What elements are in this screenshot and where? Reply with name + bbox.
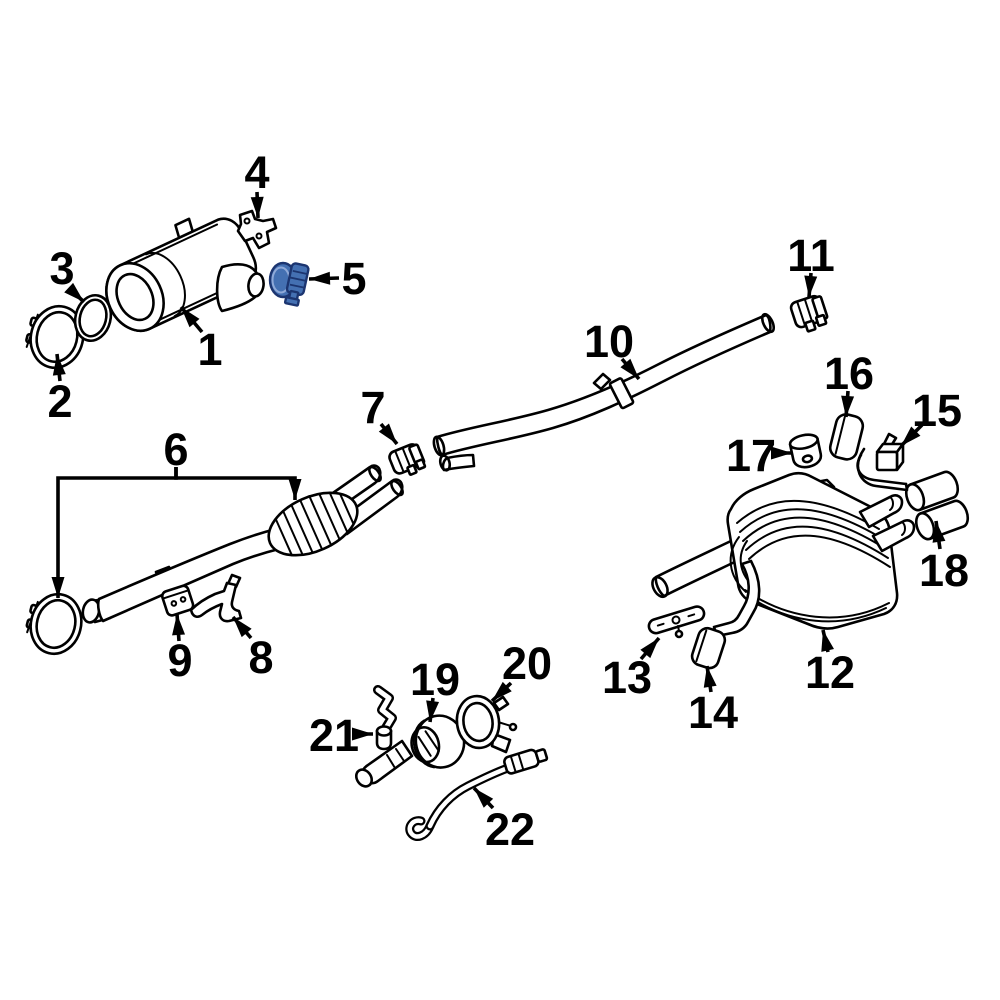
callout-7: 7 [360, 382, 399, 446]
rear-muffler-drawing [651, 471, 916, 638]
mount-9-drawing [160, 584, 195, 617]
clamp-7-drawing [388, 443, 427, 476]
arrowhead-icon [620, 358, 639, 379]
catalytic-converter-drawing [105, 217, 265, 333]
bracket-8-drawing [189, 573, 243, 623]
callout-8: 8 [231, 615, 274, 683]
arrowhead-icon [233, 617, 252, 638]
clamp-20-drawing [455, 694, 518, 754]
callout-20: 20 [490, 638, 552, 703]
callout-13: 13 [602, 636, 661, 703]
callout-1: 1 [179, 305, 223, 375]
callout-label-21: 21 [309, 710, 359, 761]
callout-15: 15 [899, 385, 962, 448]
arrowhead-icon [821, 630, 834, 652]
arrowhead-icon [901, 426, 921, 446]
callout-label-18: 18 [919, 545, 969, 596]
callout-label-15: 15 [912, 385, 962, 436]
callout-22: 22 [472, 786, 535, 855]
callout-label-16: 16 [824, 348, 874, 399]
callout-2: 2 [47, 353, 73, 427]
front-pipe-assembly-drawing [25, 464, 404, 656]
front-flange-clamp-drawing [25, 592, 83, 656]
resonator-drawing [267, 491, 359, 557]
callout-label-10: 10 [584, 316, 634, 367]
bracket-rod-21-drawing [373, 685, 397, 751]
bracket-15-drawing [856, 432, 909, 492]
callout-label-2: 2 [47, 376, 72, 427]
arrowhead-icon [51, 577, 65, 598]
bracket-strip-13-drawing [647, 605, 706, 639]
callout-9: 9 [167, 613, 193, 686]
clamp-11-drawing [789, 294, 829, 333]
center-pipe-drawing [432, 312, 776, 472]
callout-16: 16 [824, 348, 874, 418]
callout-label-20: 20 [502, 638, 552, 689]
callout-label-22: 22 [485, 804, 535, 855]
callout-4: 4 [244, 147, 270, 219]
callout-19: 19 [410, 654, 460, 723]
arrowhead-icon [172, 614, 186, 636]
arrowhead-icon [841, 395, 855, 417]
arrowhead-icon [932, 521, 946, 543]
bracket-4-drawing [236, 209, 278, 250]
callout-label-6: 6 [163, 424, 188, 475]
valve-actuator-19-drawing [354, 714, 467, 788]
callout-label-13: 13 [602, 652, 652, 703]
callout-17: 17 [726, 430, 792, 481]
callout-3: 3 [49, 243, 86, 304]
callout-12: 12 [805, 629, 855, 698]
arrowhead-icon [640, 638, 659, 659]
callout-6: 6 [51, 424, 302, 598]
callout-14: 14 [688, 665, 738, 738]
highlighted-clamp-5-drawing [268, 261, 310, 307]
front-clamp-2-drawing [25, 304, 85, 370]
callout-label-14: 14 [688, 687, 738, 738]
grommet-17-drawing [788, 433, 823, 469]
arrowhead-icon [52, 354, 66, 376]
callout-11: 11 [787, 230, 835, 298]
tailpipe-tips-drawing [904, 470, 969, 541]
callout-label-12: 12 [805, 647, 855, 698]
arrowhead-icon [804, 275, 818, 297]
callout-label-19: 19 [410, 654, 460, 705]
callout-label-3: 3 [49, 243, 74, 294]
arrowhead-icon [771, 446, 792, 460]
leader-line [174, 467, 297, 500]
callout-label-9: 9 [167, 635, 192, 686]
arrowhead-icon [309, 271, 331, 285]
callout-21: 21 [309, 710, 373, 761]
callout-5: 5 [308, 253, 367, 304]
callout-label-4: 4 [244, 147, 269, 198]
callout-10: 10 [584, 316, 641, 381]
mount-14-drawing [690, 626, 727, 670]
callout-label-7: 7 [360, 382, 385, 433]
callout-label-1: 1 [197, 324, 222, 375]
arrowhead-icon [64, 282, 84, 302]
callout-label-8: 8 [248, 632, 273, 683]
arrowhead-icon [378, 423, 397, 444]
arrowhead-icon [426, 700, 440, 722]
callout-18: 18 [919, 520, 969, 596]
arrowhead-icon [474, 788, 494, 808]
valve-cable-22-drawing [405, 748, 549, 841]
arrowhead-icon [181, 307, 200, 328]
callout-label-11: 11 [787, 230, 835, 281]
arrowhead-icon [492, 681, 512, 701]
arrowhead-icon [352, 727, 373, 741]
mount-16-drawing [828, 413, 865, 461]
gasket-3-drawing [73, 293, 113, 343]
callout-label-17: 17 [726, 430, 776, 481]
arrowhead-icon [703, 666, 717, 688]
arrowhead-icon [250, 196, 264, 218]
callout-label-5: 5 [341, 253, 366, 304]
arrowhead-icon [288, 479, 302, 500]
